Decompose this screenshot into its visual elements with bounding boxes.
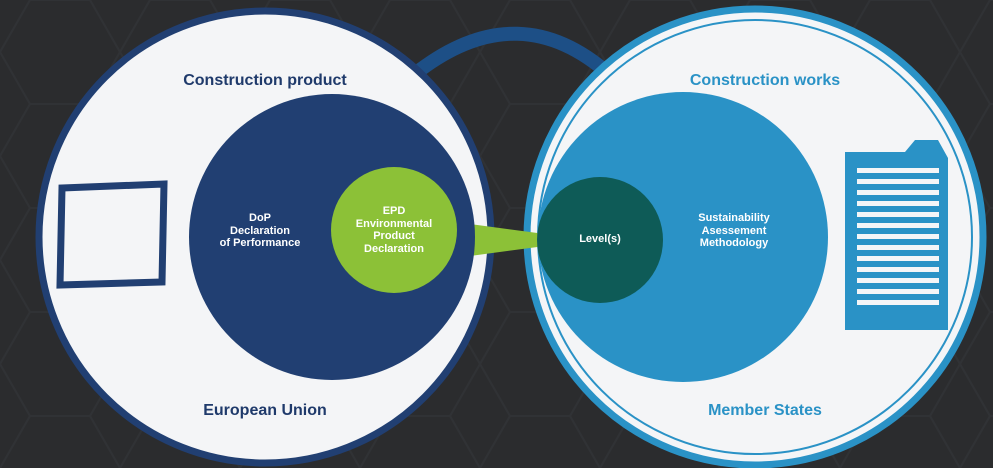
building-line [857,256,939,261]
dop-label: DoP Declaration of Performance [205,212,315,250]
epd-line-3: Product [373,230,415,243]
epd-circle [331,167,457,293]
building-line [857,245,939,250]
building-line [857,267,939,272]
european-union-label: European Union [203,402,327,419]
levels-circle [537,177,663,303]
building-line [857,168,939,173]
construction-works-title: Construction works [689,72,841,89]
building-line [857,278,939,283]
dop-line-3: of Performance [219,237,301,250]
methodology-line-3: Methodology [699,237,769,250]
levels-label: Level(s) [579,233,621,245]
building-line [857,212,939,217]
building-line [857,223,939,228]
building-line [857,300,939,305]
methodology-circle [538,92,828,382]
epd-connector [455,222,560,258]
methodology-line-1: Sustainability [698,212,770,224]
building-line [857,289,939,294]
member-states-label: Member States [708,402,822,419]
construction-product-title: Construction product [183,72,347,89]
epd-label: EPD Environmental Product Declaration [340,205,448,256]
product-square-icon [56,180,168,289]
epd-line-2: Environmental [355,217,433,230]
epd-line-1: EPD [382,205,406,217]
building-line [857,201,939,206]
building-line [857,179,939,184]
building-line [857,234,939,239]
methodology-label: Sustainability Asessement Methodology [672,212,796,250]
connector-arc [413,26,617,82]
dop-line-2: Declaration [230,224,290,237]
building-icon [845,140,948,330]
dop-line-1: DoP [249,212,271,224]
building-line [857,190,939,195]
methodology-line-2: Asessement [701,224,767,237]
epd-line-4: Declaration [364,242,424,255]
